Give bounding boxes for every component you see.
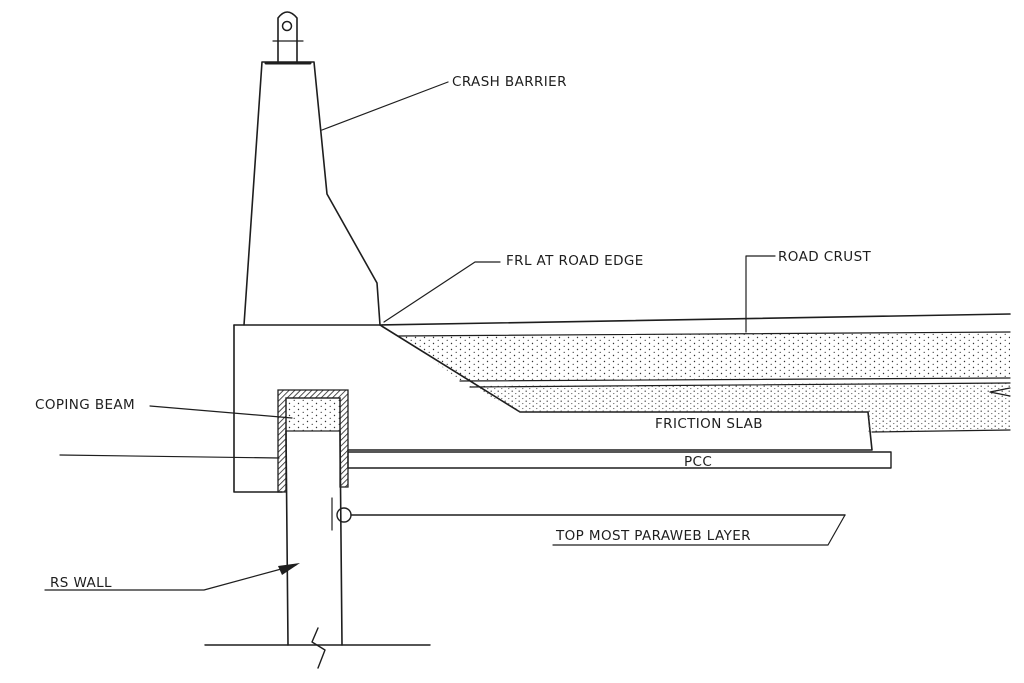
leader-frl — [383, 261, 501, 323]
leader-coping-beam — [149, 405, 293, 419]
leader-road-crust — [745, 255, 776, 333]
label-coping-beam: COPING BEAM — [35, 397, 135, 413]
label-friction-slab: FRICTION SLAB — [655, 416, 763, 432]
leader-crash-barrier — [321, 81, 449, 131]
leader-paraweb — [552, 514, 846, 546]
road-crust — [379, 313, 1011, 433]
coping-beam — [277, 389, 349, 493]
leader-left — [59, 454, 280, 459]
label-top-paraweb-layer: TOP MOST PARAWEB LAYER — [555, 528, 751, 544]
label-pcc: PCC — [684, 454, 712, 470]
label-rs-wall: RS WALL — [50, 575, 112, 591]
crash-barrier — [243, 11, 381, 326]
label-crash-barrier: CRASH BARRIER — [452, 74, 567, 90]
label-frl-road-edge: FRL AT ROAD EDGE — [506, 253, 644, 269]
rs-wall — [204, 430, 431, 669]
paraweb-connection — [331, 497, 846, 531]
label-road-crust: ROAD CRUST — [778, 249, 872, 265]
pcc-layer — [347, 451, 892, 469]
leader-rs-wall — [44, 563, 300, 591]
